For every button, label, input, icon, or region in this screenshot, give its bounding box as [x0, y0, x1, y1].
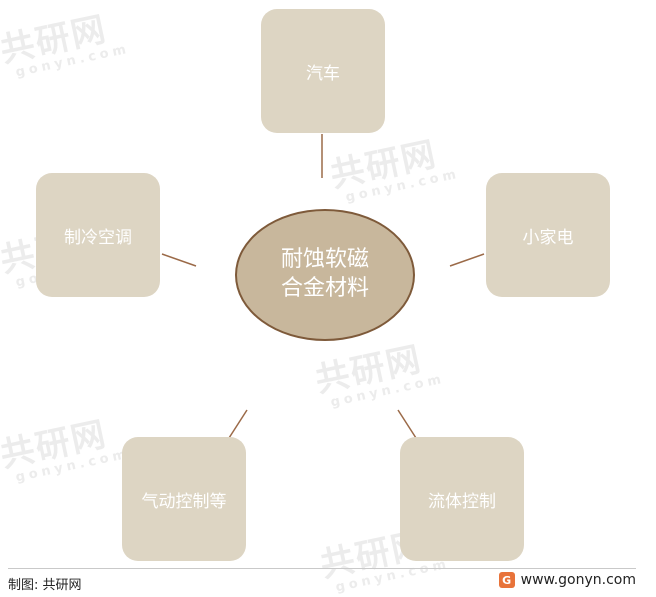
node-auto-label: 汽车 [306, 63, 340, 84]
gonyn-logo-icon: G [498, 572, 515, 588]
node-fluid-label: 流体控制 [428, 491, 496, 512]
site-credit: G www.gonyn.com [498, 572, 636, 588]
node-auto: 汽车 [261, 9, 385, 133]
connector-fluid [397, 409, 417, 439]
node-pneumatic-label: 气动控制等 [141, 491, 227, 512]
center-label-line1: 耐蚀软磁 [280, 247, 369, 273]
source-credit: 制图: 共研网 [8, 578, 82, 593]
footer-divider [8, 568, 636, 569]
node-appliance-label: 小家电 [522, 227, 574, 248]
node-appliance: 小家电 [486, 173, 610, 297]
node-hvac: 制冷空调 [36, 173, 160, 297]
center-label-line2: 合金材料 [280, 276, 369, 301]
node-pneumatic: 气动控制等 [122, 437, 246, 561]
node-fluid: 流体控制 [400, 437, 524, 561]
site-url: www.gonyn.com [520, 572, 636, 588]
center-node: 耐蚀软磁 合金材料 [235, 209, 415, 341]
connector-pneumatic [228, 409, 248, 439]
connector-hvac [161, 253, 197, 267]
node-hvac-label: 制冷空调 [64, 227, 132, 248]
connector-appliance [449, 253, 485, 267]
